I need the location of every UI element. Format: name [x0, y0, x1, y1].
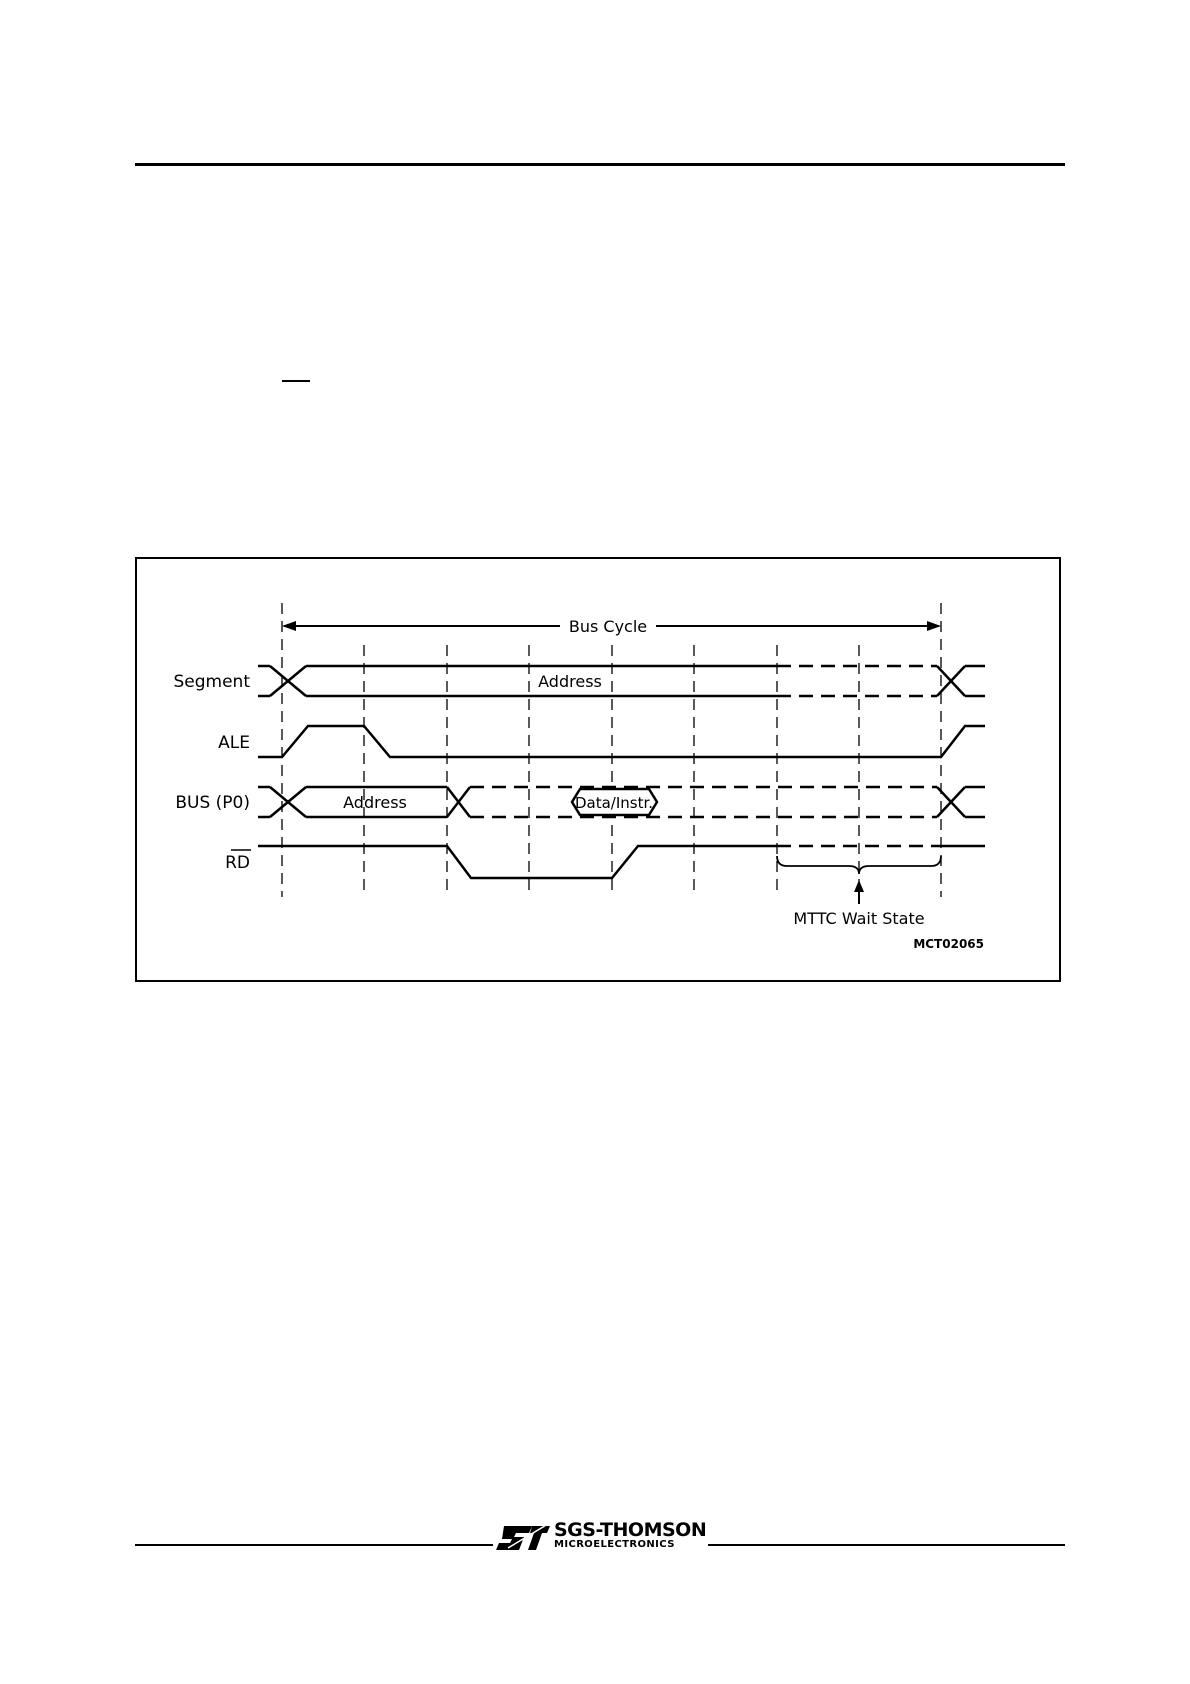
- footer-logo: SGS-THOMSON MICROELECTRONICS: [496, 1519, 707, 1554]
- segment-waveform: [258, 664, 985, 698]
- bus-data-value: Data/Instr.: [575, 794, 653, 812]
- ale-waveform: [258, 724, 985, 759]
- timing-grid: [281, 603, 942, 897]
- figure-code: MCT02065: [913, 937, 984, 951]
- footer-rule-left: [135, 1544, 493, 1546]
- diagram-frame: [135, 557, 1061, 982]
- wait-state-arrow: [854, 880, 864, 904]
- bus-address-value: Address: [343, 793, 407, 812]
- wait-state-label: MTTC Wait State: [793, 909, 924, 928]
- signal-label-rd: RD: [225, 853, 250, 873]
- signal-label-ale: ALE: [218, 733, 250, 753]
- rd-waveform: [258, 844, 985, 880]
- bus-waveform: [258, 785, 985, 819]
- signal-label-bus: BUS (P0): [175, 793, 250, 813]
- bus-cycle-label: Bus Cycle: [569, 617, 647, 636]
- header-rule: [135, 163, 1065, 166]
- overline-mark: [282, 380, 310, 382]
- st-logo-icon: [496, 1523, 550, 1550]
- footer-rule-right: [708, 1544, 1065, 1546]
- bus-data-window: [570, 787, 659, 817]
- signal-label-segment: Segment: [174, 672, 251, 692]
- bus-cycle-arrow: [282, 621, 941, 631]
- segment-value: Address: [538, 672, 602, 691]
- wait-state-brace: [776, 855, 942, 875]
- brand-subtitle: MICROELECTRONICS: [554, 1539, 675, 1550]
- brand-name: SGS-THOMSON: [554, 1519, 707, 1541]
